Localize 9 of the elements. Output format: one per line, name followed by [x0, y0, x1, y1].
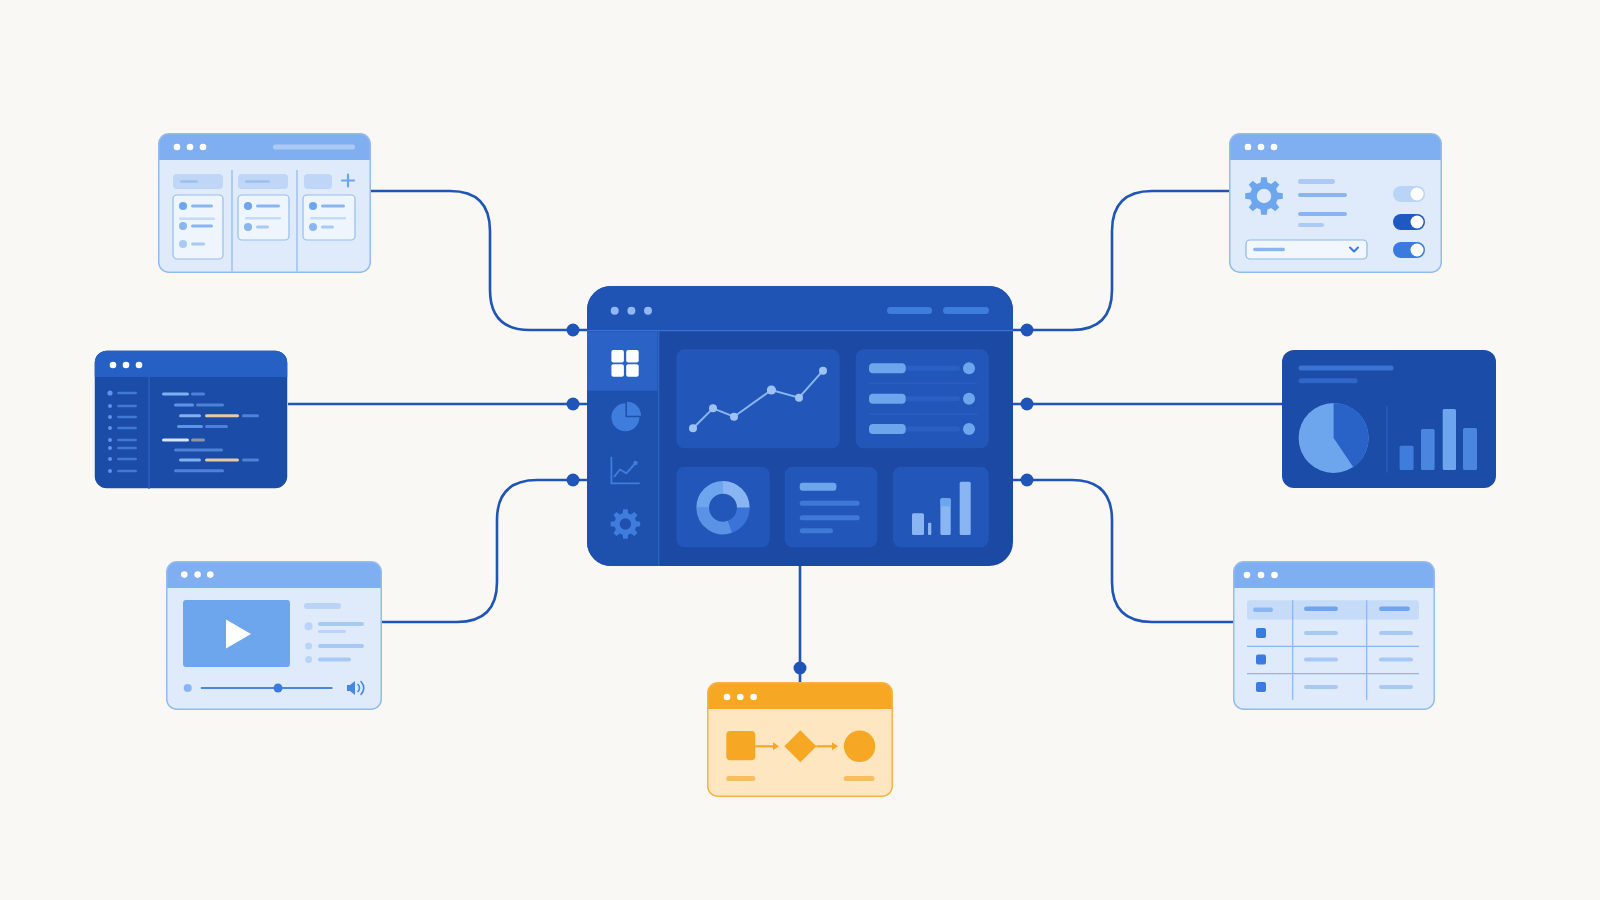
connector-line [1013, 189, 1229, 337]
flowchart-window [707, 682, 893, 797]
connector-line [1013, 397, 1282, 411]
connector-line [382, 473, 587, 624]
connector-line [288, 397, 587, 411]
connector-line [793, 566, 807, 682]
video-player-window [166, 561, 382, 710]
connector-line [1013, 473, 1233, 624]
connector-line [371, 189, 587, 337]
